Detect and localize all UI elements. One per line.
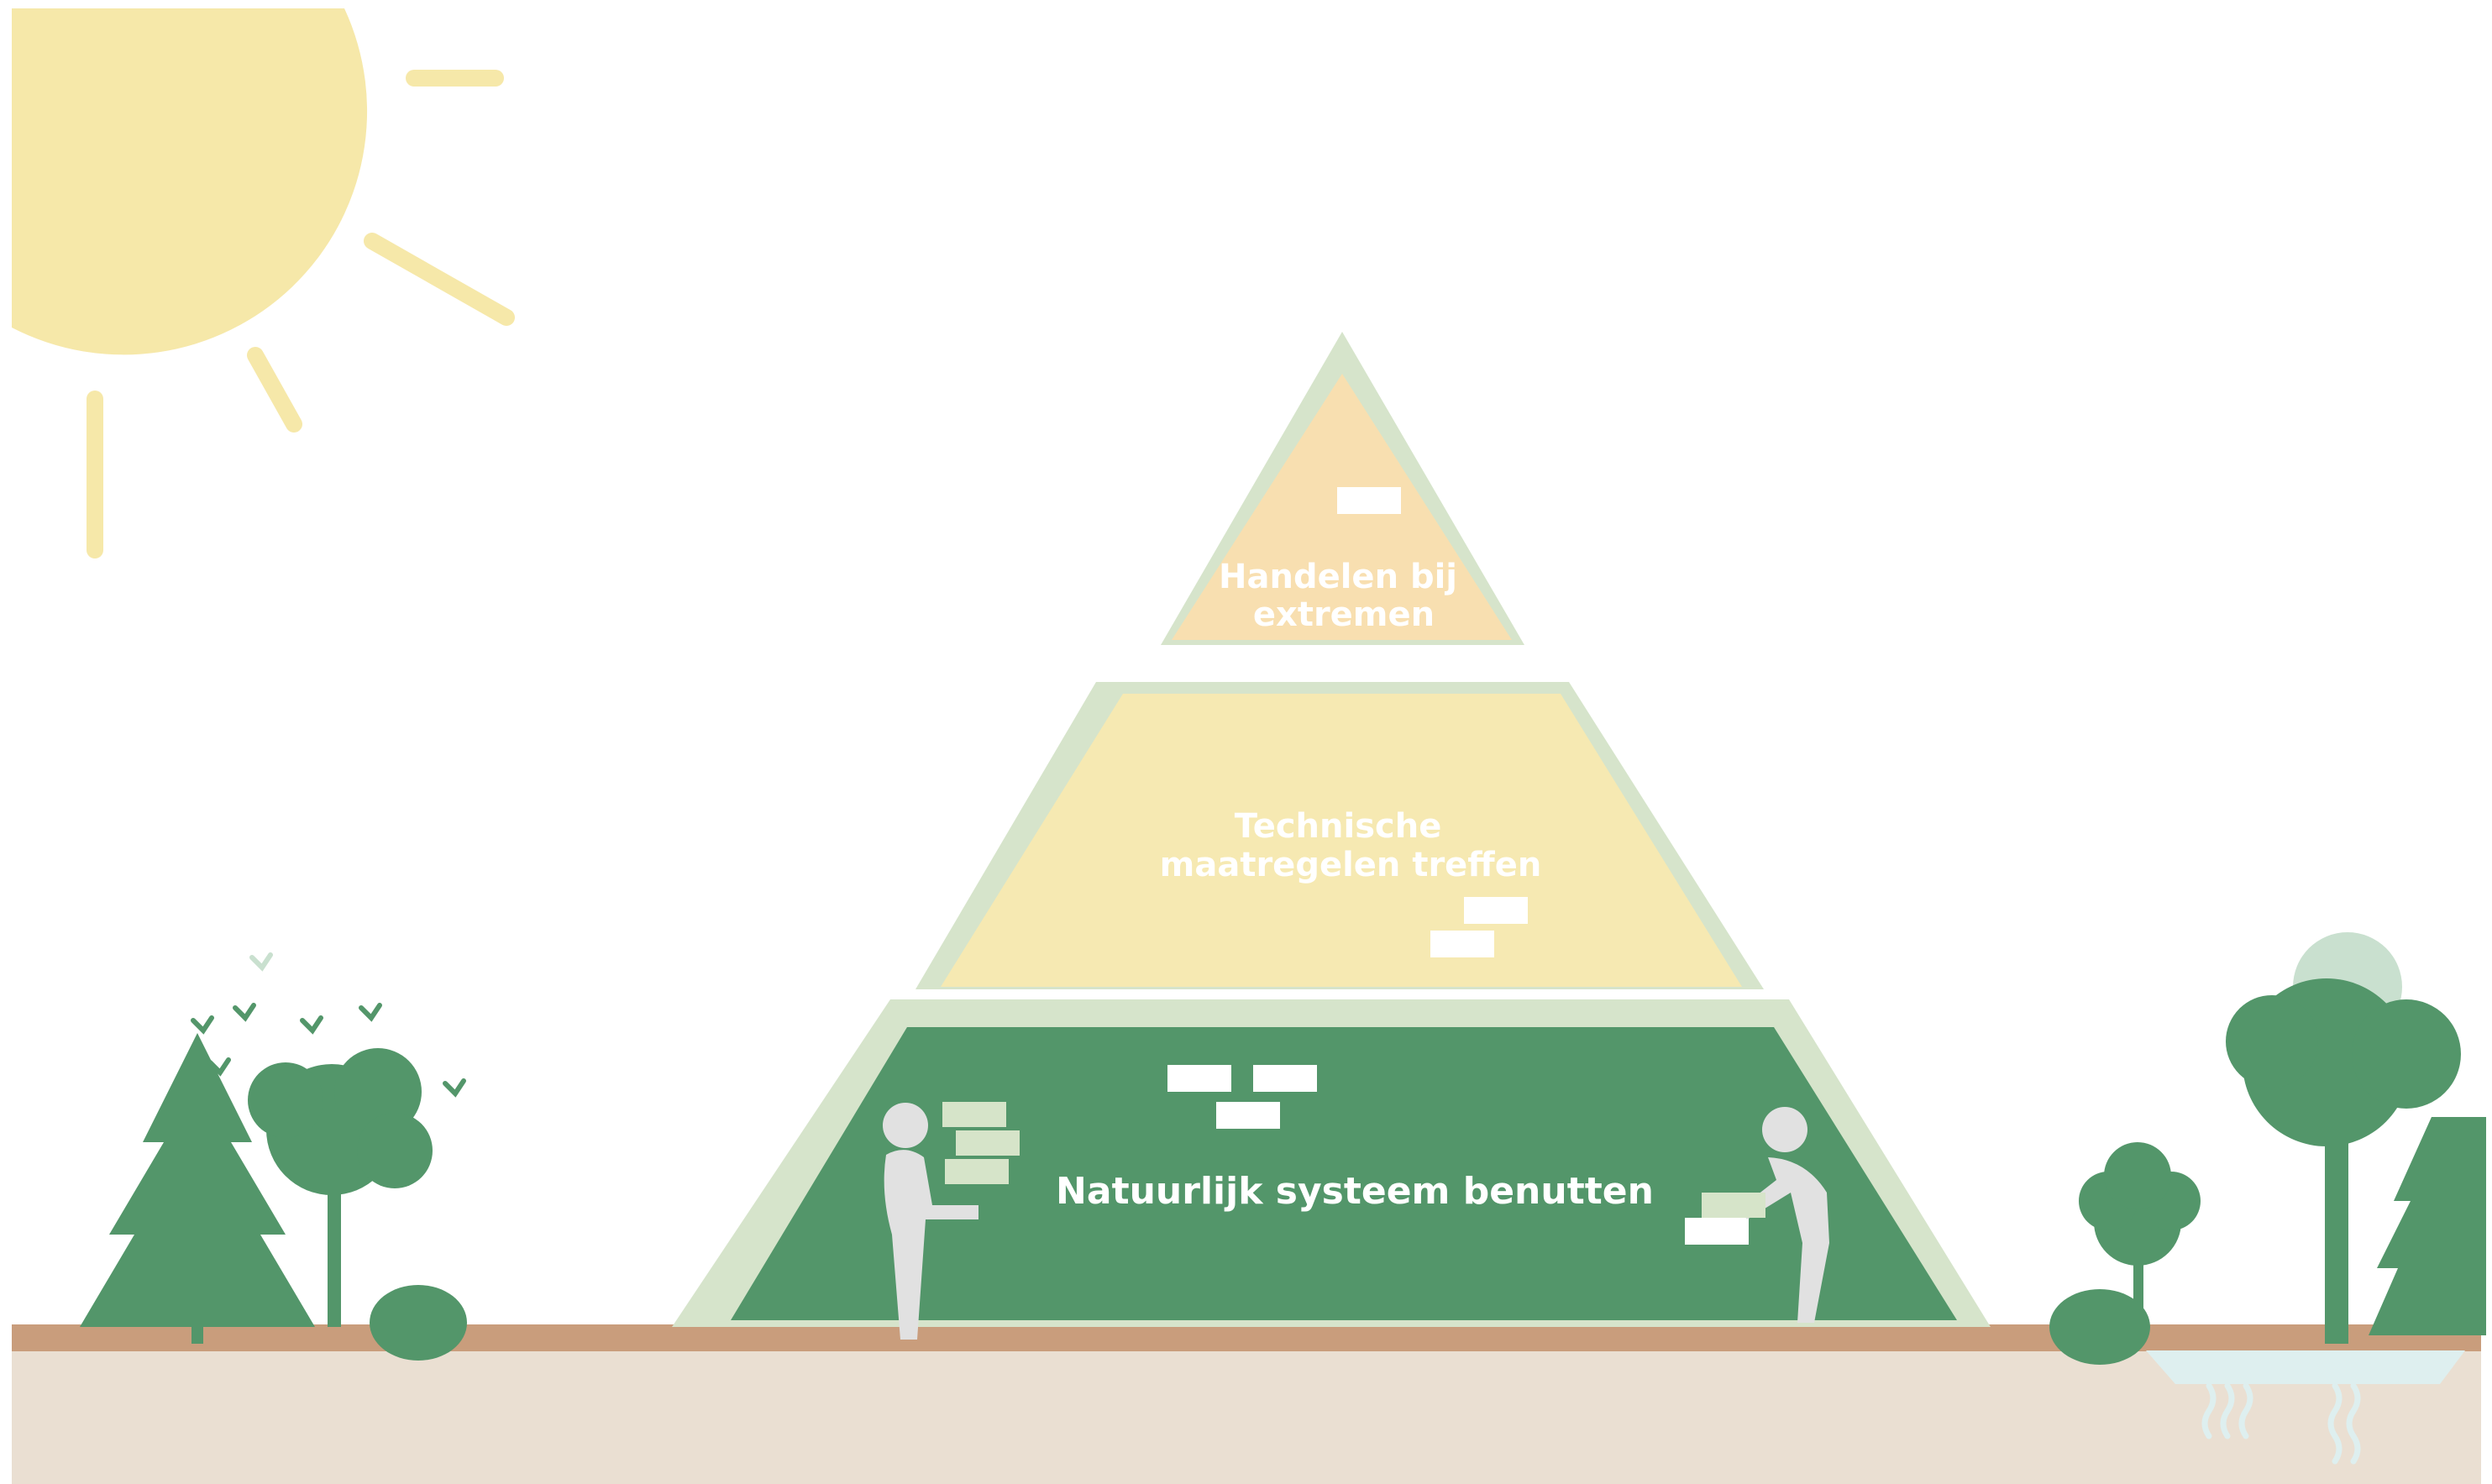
brick-stack — [942, 1102, 1020, 1184]
tree-icon — [2226, 932, 2461, 1344]
soil — [12, 1348, 2481, 1484]
bird-icon — [191, 952, 466, 1098]
sun-icon — [12, 8, 515, 558]
brick-icon — [1167, 487, 1749, 1245]
bottom-level-label: Natuurlijk systeem benutten — [1056, 1170, 1654, 1213]
water-icon — [2146, 1350, 2465, 1465]
tree-icon — [2079, 1142, 2201, 1327]
bush-icon — [370, 1285, 467, 1361]
brick-icon — [1702, 1193, 1765, 1218]
pyramid-middle — [941, 694, 1742, 987]
person-icon — [883, 1103, 978, 1340]
bush-icon — [2049, 1289, 2150, 1365]
middle-level-label: Technische maatregelen treffen — [1160, 807, 1542, 884]
tree-icon — [80, 1033, 315, 1344]
tree-icon — [2369, 1117, 2486, 1335]
tree-icon — [248, 1048, 433, 1327]
top-level-label: Handelen bij extremen — [1219, 558, 1469, 634]
pyramid-bottom — [731, 1027, 1957, 1320]
